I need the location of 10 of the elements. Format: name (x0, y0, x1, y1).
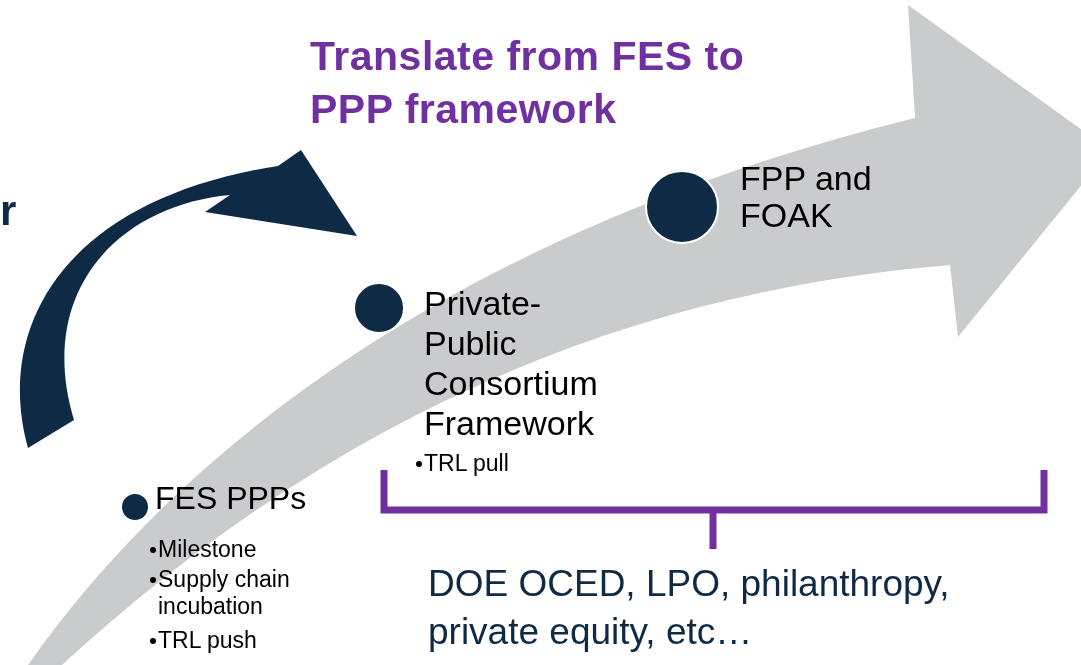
stage-heading: Private-Public Consortium Framework (424, 283, 599, 443)
bullet-text: TRL push (158, 627, 258, 654)
bullet-text: TRL pull (424, 450, 510, 477)
title: Translate from FES to PPP framework (310, 32, 746, 134)
cut-off-text: r (0, 186, 17, 236)
stage-heading: FPP and FOAK (740, 160, 873, 234)
bullet-text: Milestone (158, 536, 258, 563)
stage-heading: FES PPPs (155, 479, 308, 518)
funding-sources-text: DOE OCED, LPO, philanthropy, private equity, etc… (428, 562, 951, 654)
bullet-text: Supply chain incubation (158, 566, 291, 620)
